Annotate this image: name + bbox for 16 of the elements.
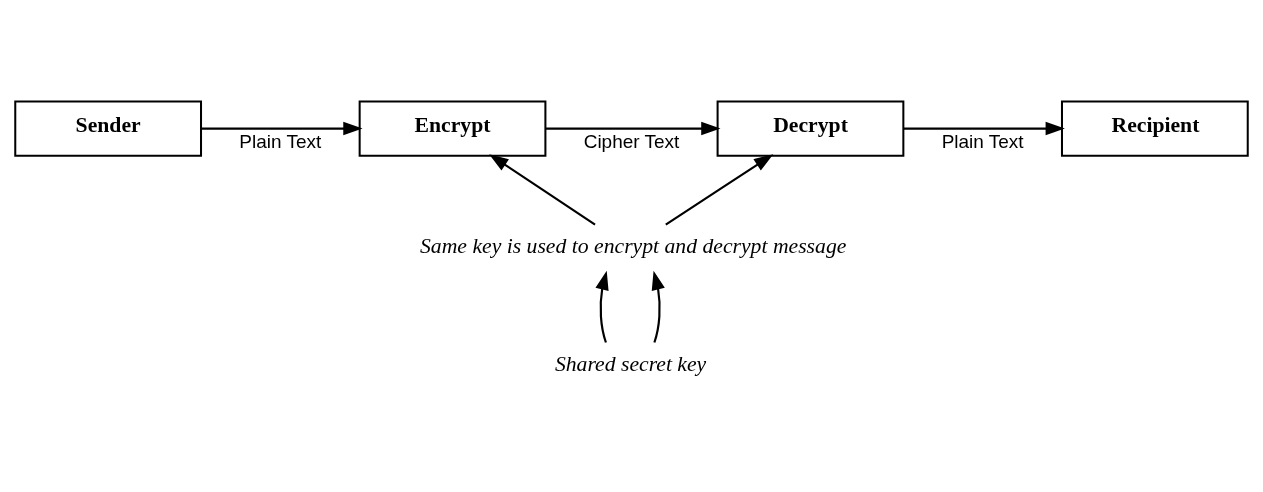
arrow bbox=[201, 121, 363, 135]
node-box: Encrypt bbox=[358, 99, 547, 157]
node-text: Shared secret key bbox=[554, 351, 707, 376]
edge-label: Plain Text bbox=[239, 130, 322, 152]
edge-label: Cipher Text bbox=[583, 130, 680, 152]
node-box: Sender bbox=[14, 99, 203, 157]
edge-label: Plain Text bbox=[941, 130, 1024, 152]
arrow bbox=[545, 121, 721, 135]
node-text: Same key is used to encrypt and decrypt message bbox=[419, 233, 847, 258]
node-box: Recipient bbox=[1060, 99, 1249, 157]
arrow bbox=[489, 153, 596, 225]
arrow bbox=[651, 270, 665, 343]
arrow bbox=[665, 153, 774, 225]
arrow bbox=[903, 121, 1065, 135]
arrow bbox=[595, 270, 609, 343]
node-box: Decrypt bbox=[716, 99, 905, 157]
